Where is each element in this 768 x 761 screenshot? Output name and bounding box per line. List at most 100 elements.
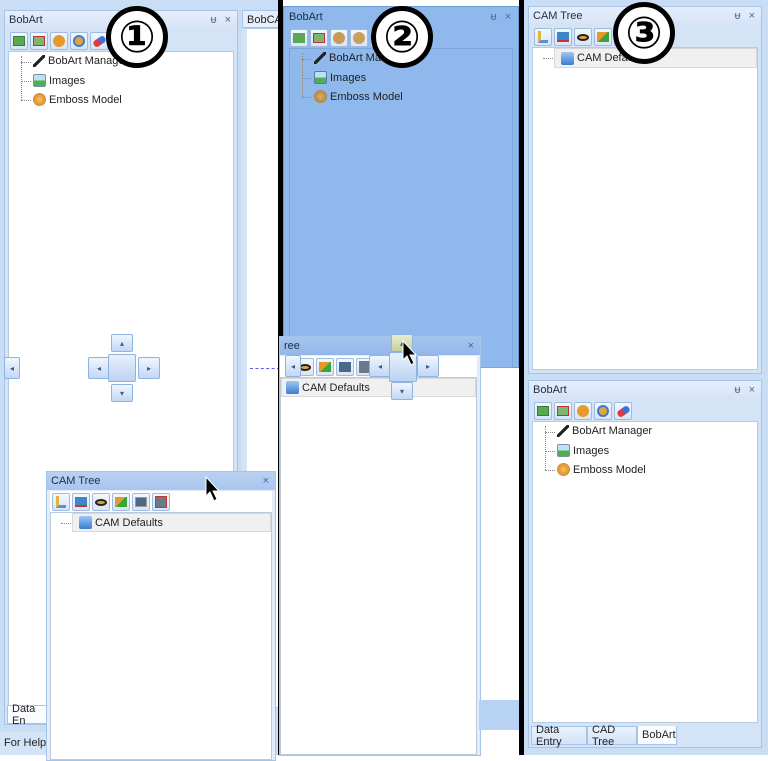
emboss-refresh-icon[interactable]	[594, 402, 612, 420]
cam-tree-title-bar[interactable]: CAM Tree ×	[47, 472, 275, 490]
dock-indicator-line	[250, 368, 280, 369]
cam-tree-title-bar[interactable]: ree ×	[280, 337, 480, 355]
tree-item-images[interactable]: Images	[557, 444, 609, 457]
image-icon	[557, 444, 570, 457]
pin-icon[interactable]: ᵾ	[210, 14, 217, 26]
cam-tree-panel-docked: CAM Tree ᵾ× CAM Defaults	[528, 6, 762, 374]
emboss-icon	[314, 90, 327, 103]
visibility-icon[interactable]	[574, 28, 592, 46]
visibility-icon[interactable]	[92, 493, 110, 511]
status-bar: For Help,	[0, 732, 46, 755]
mouse-cursor-icon	[402, 340, 418, 366]
brush-icon	[557, 425, 569, 437]
brush-icon	[314, 52, 326, 64]
emboss-delete-icon[interactable]	[574, 402, 592, 420]
close-icon[interactable]: ×	[504, 11, 511, 23]
toolpath-delete-icon[interactable]	[72, 493, 90, 511]
dock-bottom-button[interactable]: ▾	[111, 384, 133, 402]
run-icon[interactable]	[316, 358, 334, 376]
tree-item-emboss-model[interactable]: Emboss Model	[314, 90, 403, 103]
tree-item-cam-defaults[interactable]: CAM Defaults	[72, 513, 271, 532]
emboss-delete-icon[interactable]	[50, 32, 68, 50]
tab-bobart[interactable]: BobArt	[637, 726, 677, 745]
add-image-icon[interactable]	[534, 402, 552, 420]
dock-center-button[interactable]	[108, 354, 136, 382]
bobart-tree: BobArt Manager Images Emboss Model	[532, 421, 758, 723]
remove-image-icon[interactable]	[30, 32, 48, 50]
floating-cam-tree-panel[interactable]: ree × CAM Defaults	[279, 336, 481, 756]
pin-icon[interactable]: ᵾ	[734, 384, 741, 396]
run-icon[interactable]	[112, 493, 130, 511]
remove-image-icon[interactable]	[310, 29, 328, 47]
close-icon[interactable]: ×	[224, 14, 231, 26]
tab-data-entry-partial[interactable]: Data En	[7, 703, 51, 727]
tree-item-images[interactable]: Images	[314, 71, 366, 84]
folder-icon	[286, 381, 299, 394]
step-3-section: CAM Tree ᵾ× CAM Defaults BobArt ᵾ×	[524, 0, 768, 755]
panel-title: BobArt	[9, 14, 43, 26]
step-2-label: ②	[371, 6, 433, 68]
add-image-icon[interactable]	[290, 29, 308, 47]
tree-item-bobart-manager[interactable]: BobArt Manager	[557, 425, 652, 437]
tab-data-entry[interactable]: Data Entry	[531, 724, 587, 748]
step-1-section: BobArt ᵾ × BobArt Manager Images Emboss M…	[0, 0, 282, 761]
emboss-icon	[33, 93, 46, 106]
tree-item-emboss-model[interactable]: Emboss Model	[33, 93, 122, 106]
right-dock-strip	[479, 700, 519, 730]
bobart-panel-docked: BobArt ᵾ × BobArt Manager Images Emboss M…	[528, 380, 762, 748]
bobart-preview-title-bar[interactable]: BobArt ᵾ×	[289, 11, 511, 23]
bobart-panel-title-bar[interactable]: BobArt ᵾ×	[529, 381, 761, 399]
grid-icon[interactable]	[336, 358, 354, 376]
pin-icon[interactable]: ᵾ	[490, 11, 497, 23]
close-icon[interactable]: ×	[748, 384, 755, 396]
close-icon[interactable]: ×	[748, 10, 755, 22]
dock-left-button[interactable]: ◂	[88, 357, 110, 379]
tree-view-icon[interactable]	[534, 28, 552, 46]
grid-icon[interactable]	[132, 493, 150, 511]
image-icon	[33, 74, 46, 87]
run-icon[interactable]	[594, 28, 612, 46]
emboss-refresh-icon[interactable]	[70, 32, 88, 50]
dock-bottom-button[interactable]: ▾	[391, 382, 413, 400]
image-icon	[314, 71, 327, 84]
dock-right-button[interactable]: ▸	[417, 355, 439, 377]
bobart-panel: BobArt ᵾ × BobArt Manager Images Emboss M…	[4, 10, 238, 727]
add-image-icon[interactable]	[10, 32, 28, 50]
tree-item-emboss-model[interactable]: Emboss Model	[557, 463, 646, 476]
cam-tree: CAM Defaults	[532, 47, 758, 370]
folder-icon	[79, 516, 92, 529]
floating-cam-tree-panel[interactable]: CAM Tree × CAM Defaults	[46, 471, 276, 761]
save-grid-icon[interactable]	[152, 493, 170, 511]
bobcad-document-tab[interactable]: BobCA	[242, 10, 282, 28]
divider-2	[519, 0, 524, 755]
step-3-label: ③	[613, 2, 675, 64]
tab-cad-tree[interactable]: CAD Tree	[587, 724, 637, 748]
emboss-icon	[557, 463, 570, 476]
dock-left-edge-button[interactable]: ◂	[4, 357, 20, 379]
tree-item-images[interactable]: Images	[33, 74, 85, 87]
close-icon[interactable]: ×	[467, 340, 474, 352]
dock-top-button[interactable]: ▴	[111, 334, 133, 352]
cam-tree: CAM Defaults	[280, 377, 477, 755]
dock-left-edge-button[interactable]: ◂	[285, 355, 301, 377]
folder-icon	[561, 51, 574, 65]
tree-item-bobart-manager[interactable]: BobArt Manager	[33, 55, 128, 67]
remove-image-icon[interactable]	[554, 402, 572, 420]
mouse-cursor-icon	[205, 476, 221, 502]
toolpath-delete-icon[interactable]	[554, 28, 572, 46]
pin-icon[interactable]: ᵾ	[734, 10, 741, 22]
brush-icon	[33, 55, 45, 67]
bobart-preview-tree: BobArt Manager Images Emboss Model	[289, 48, 513, 368]
bobart-toolbar	[532, 400, 758, 422]
tree-item-cam-defaults[interactable]: CAM Defaults	[281, 378, 476, 397]
emboss-delete-icon[interactable]	[330, 29, 348, 47]
close-icon[interactable]: ×	[262, 475, 269, 487]
emboss-refresh-icon[interactable]	[350, 29, 368, 47]
eraser-icon[interactable]	[614, 402, 632, 420]
tree-view-icon[interactable]	[52, 493, 70, 511]
dock-left-button[interactable]: ◂	[369, 355, 391, 377]
cam-tree-toolbar	[50, 491, 272, 513]
step-1-label: ①	[106, 6, 168, 68]
bobart-toolbar	[8, 30, 234, 52]
dock-right-button[interactable]: ▸	[138, 357, 160, 379]
